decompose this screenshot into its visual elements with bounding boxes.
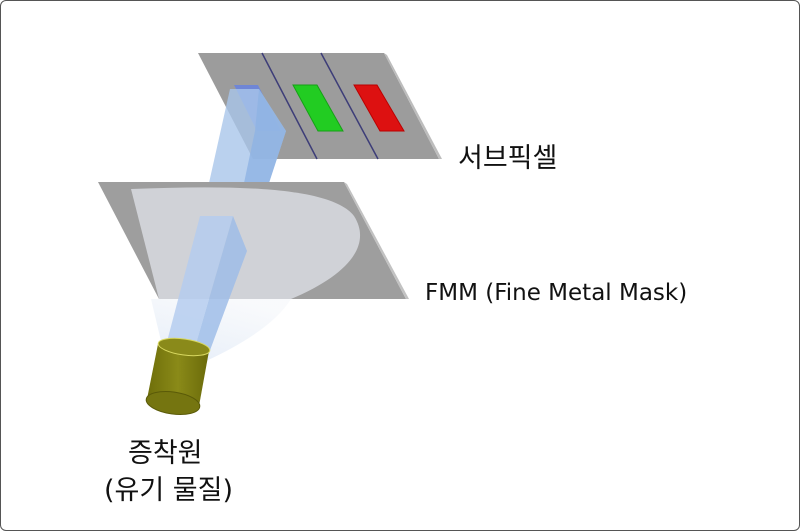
green-subpixel [292,84,344,132]
divider-line [261,52,318,160]
fmm-plate [98,182,409,299]
upper-beam [209,89,286,183]
subpixel-label: 서브픽셀 [458,143,558,174]
divider-line [320,52,379,160]
deposition-source [145,337,211,416]
source-material-label: (유기 물질) [104,475,234,506]
fmm-label: FMM (Fine Metal Mask) [425,280,688,306]
source-label: 증착원 [128,438,203,469]
red-subpixel [353,84,405,132]
lower-beam [164,216,247,361]
